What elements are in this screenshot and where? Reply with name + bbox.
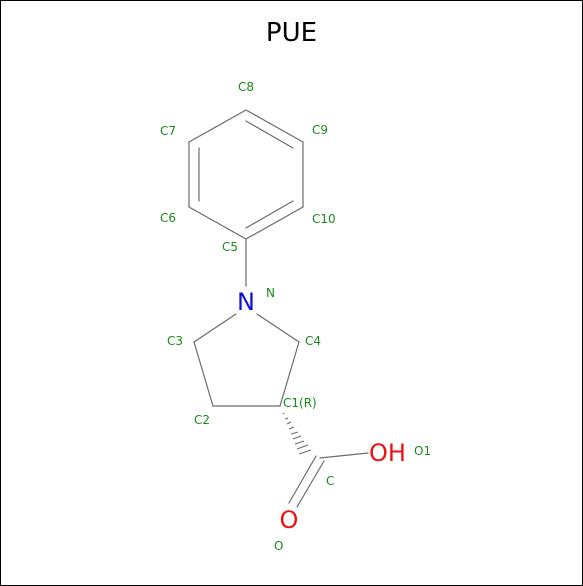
- bond-c10-c5-inner: [245, 200, 294, 229]
- bond-c3-c2: [193, 341, 214, 407]
- bond-c-o-a: [288, 455, 317, 504]
- atom-label-c3: C3: [167, 334, 183, 348]
- bond-c5-c6: [188, 206, 247, 240]
- bond-c8-c9: [245, 109, 304, 143]
- atom-label-o: O: [274, 539, 283, 553]
- nitrogen-glyph: N: [237, 288, 255, 316]
- atom-label-c: C: [326, 474, 334, 488]
- atom-label-c7: C7: [160, 124, 176, 138]
- atom-label-n: N: [266, 286, 275, 300]
- atom-label-c4: C4: [305, 334, 321, 348]
- bond-c-o1: [319, 452, 369, 459]
- bond-c4-c1: [279, 341, 300, 407]
- atom-label-c1: C1(R): [283, 396, 317, 410]
- atom-label-c9: C9: [312, 123, 328, 137]
- atom-label-c8: C8: [238, 80, 254, 94]
- bond-n-c4: [256, 313, 300, 343]
- atom-label-c6: C6: [160, 211, 176, 225]
- hashed-wedge-bond: [282, 412, 312, 455]
- bond-c8-c9-inner: [245, 120, 294, 149]
- bond-c10-c5: [245, 206, 304, 240]
- bond-c7-c8: [188, 109, 247, 143]
- carbonyl-oxygen-glyph: O: [280, 506, 299, 534]
- atom-label-c2: C2: [194, 413, 210, 427]
- atom-label-c10: C10: [312, 212, 336, 226]
- hydroxyl-glyph: OH: [369, 439, 406, 467]
- bond-n-c3: [193, 313, 237, 343]
- bond-c-o-b: [296, 460, 325, 508]
- atom-label-o1: O1: [414, 444, 431, 458]
- page-title: PUE: [265, 18, 318, 48]
- atom-label-c5: C5: [222, 240, 238, 254]
